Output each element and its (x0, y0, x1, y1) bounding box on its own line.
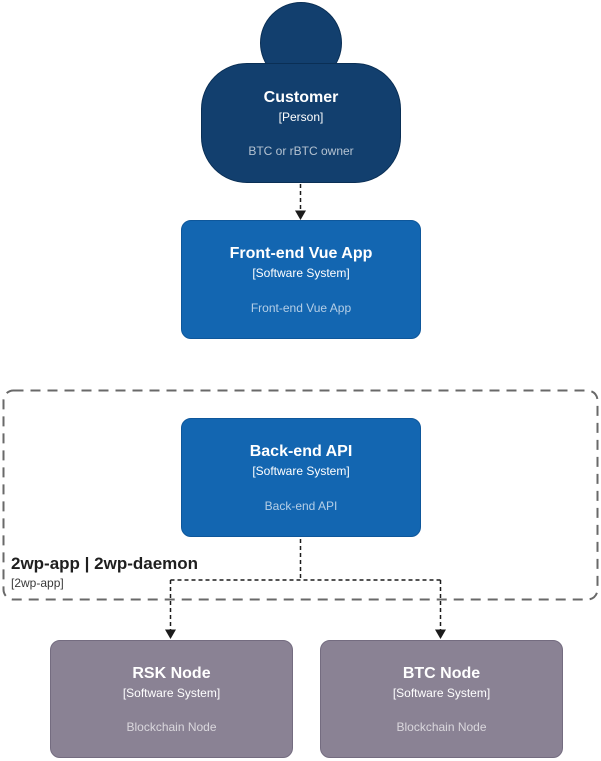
node-customer-type: [Person] (278, 109, 324, 124)
node-rsk-title: RSK Node (132, 664, 211, 682)
node-frontend: Front-end Vue App [Software System] Fron… (181, 220, 421, 339)
node-frontend-type: [Software System] (252, 266, 350, 281)
node-customer-title: Customer (263, 88, 339, 106)
node-backend-title: Back-end API (249, 443, 353, 461)
node-btc-type: [Software System] (392, 685, 491, 700)
boundary-subtitle: [2wp-app] (11, 575, 64, 590)
node-btc-description: Blockchain Node (396, 720, 487, 735)
node-btc-title: BTC Node (402, 664, 481, 682)
boundary-label: 2wp-app | 2wp-daemon [2wp-app] (11, 554, 199, 590)
boundary-title: 2wp-app | 2wp-daemon (11, 554, 199, 573)
arrowhead-frontend (295, 210, 306, 220)
node-rsk-type: [Software System] (122, 685, 221, 700)
node-rsk: RSK Node [Software System] Blockchain No… (50, 640, 293, 758)
node-backend: Back-end API [Software System] Back-end … (181, 418, 421, 537)
edge-backend-nodes (169, 539, 442, 631)
node-frontend-description: Front-end Vue App (250, 300, 352, 315)
node-customer: Customer [Person] BTC or rBTC owner (201, 63, 401, 183)
arrowhead-rsk (165, 629, 176, 639)
arrowhead-btc (435, 629, 446, 639)
boundary-frame (2, 389, 599, 601)
node-backend-description: Back-end API (264, 498, 338, 513)
node-customer-description: BTC or rBTC owner (248, 144, 354, 159)
node-btc: BTC Node [Software System] Blockchain No… (320, 640, 563, 758)
node-backend-type: [Software System] (252, 464, 350, 479)
node-frontend-title: Front-end Vue App (229, 245, 373, 263)
node-rsk-description: Blockchain Node (126, 720, 217, 735)
